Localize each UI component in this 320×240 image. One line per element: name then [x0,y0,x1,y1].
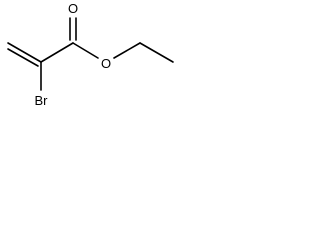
bond-carbonyl-double [69,17,77,41]
bond-methylene-to-methyl [139,42,174,63]
atom-label-bromine: Br [35,93,49,108]
atom-label-ester-oxygen: O [101,56,111,71]
bond-vinyl-double [7,42,42,67]
bond-carbonyl-to-ester-oxygen [72,42,99,59]
bond-ester-oxygen-to-methylene [113,42,141,59]
atom-label-carbonyl-oxygen: O [68,1,78,16]
ethyl-2-bromoacrylate-structure: O O Br [7,1,174,108]
bond-alpha-to-carbonyl [40,42,74,63]
